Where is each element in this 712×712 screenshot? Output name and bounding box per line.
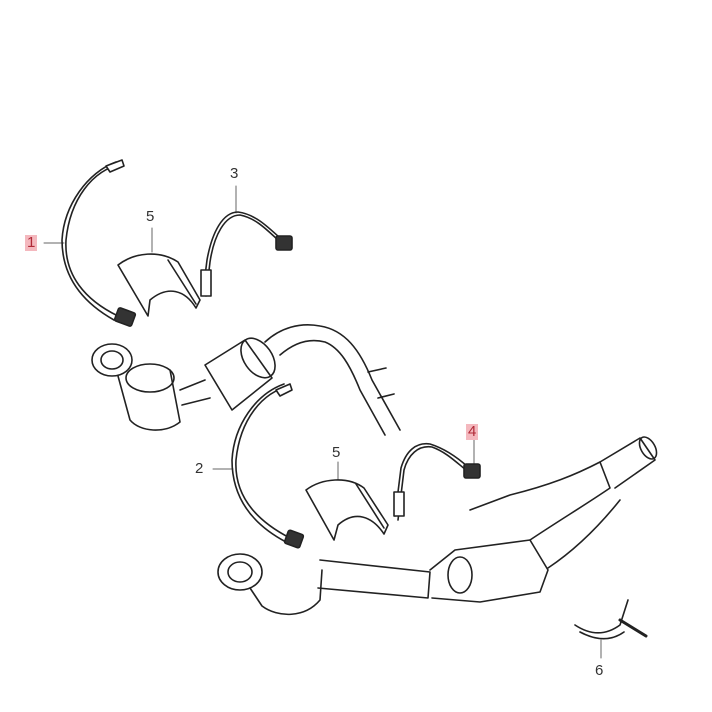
callout-5-lower[interactable]: 5 bbox=[332, 444, 341, 461]
catalytic-converter-lower bbox=[217, 436, 658, 616]
callout-3[interactable]: 3 bbox=[230, 165, 239, 182]
oxygen-sensor-3 bbox=[200, 211, 293, 297]
oxygen-sensor-1 bbox=[61, 159, 137, 327]
heat-shield-5-upper bbox=[117, 253, 201, 317]
catalytic-converter-upper bbox=[91, 324, 401, 436]
callout-6[interactable]: 6 bbox=[595, 662, 604, 679]
callout-1[interactable]: 1 bbox=[25, 234, 38, 251]
oxygen-sensor-4 bbox=[393, 442, 481, 521]
callout-5-upper[interactable]: 5 bbox=[146, 208, 155, 225]
heat-shield-5-lower bbox=[305, 479, 389, 541]
callout-2[interactable]: 2 bbox=[195, 460, 204, 477]
oxygen-sensor-2 bbox=[231, 383, 305, 549]
bracket-6 bbox=[574, 599, 648, 640]
callout-4[interactable]: 4 bbox=[466, 423, 479, 440]
